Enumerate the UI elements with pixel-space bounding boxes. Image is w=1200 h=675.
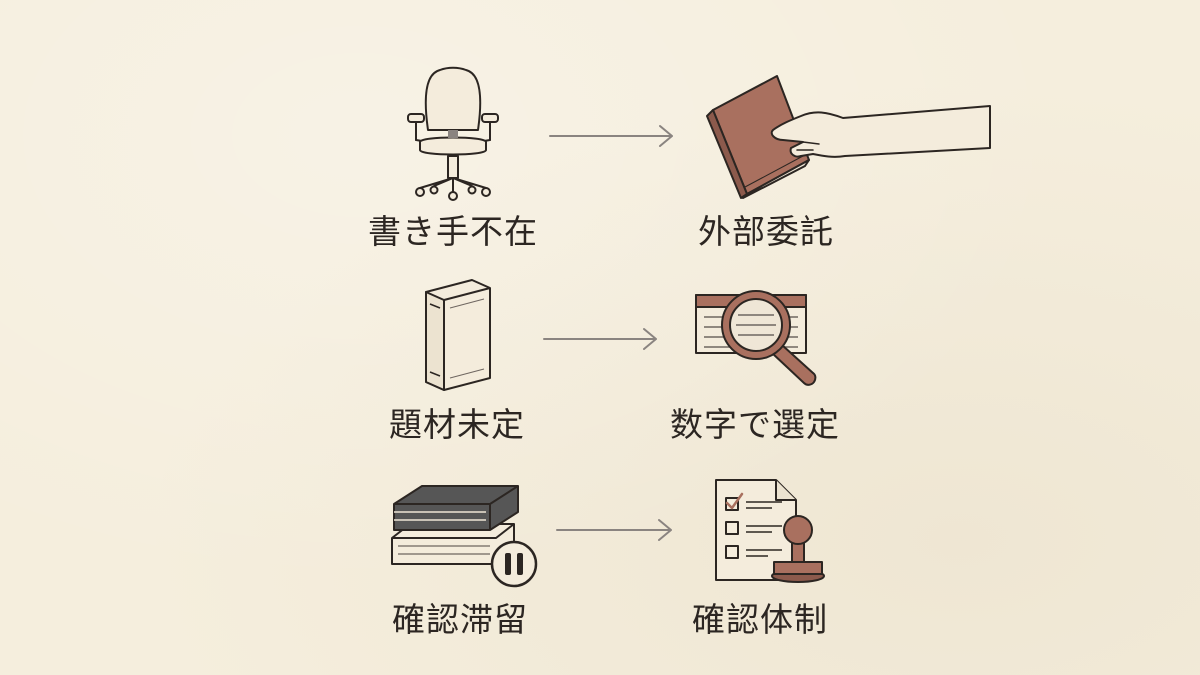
solution-label-3: 確認体制 bbox=[692, 600, 828, 639]
arrow-icon bbox=[548, 124, 678, 148]
solution-label-2: 数字で選定 bbox=[670, 405, 840, 444]
problem-label-1: 書き手不在 bbox=[368, 212, 538, 251]
checklist-stamp-icon bbox=[712, 476, 827, 586]
arrow-icon bbox=[555, 518, 677, 542]
closed-book-icon bbox=[420, 278, 495, 393]
office-chair-icon bbox=[400, 62, 505, 202]
problem-label-2: 題材未定 bbox=[389, 405, 525, 444]
magnifier-document-icon bbox=[692, 285, 822, 390]
hand-holding-book-icon bbox=[705, 70, 995, 200]
arrow-icon bbox=[542, 327, 662, 351]
stacked-books-pause-icon bbox=[386, 484, 541, 589]
problem-label-3: 確認滞留 bbox=[392, 600, 528, 639]
solution-label-1: 外部委託 bbox=[698, 212, 834, 251]
